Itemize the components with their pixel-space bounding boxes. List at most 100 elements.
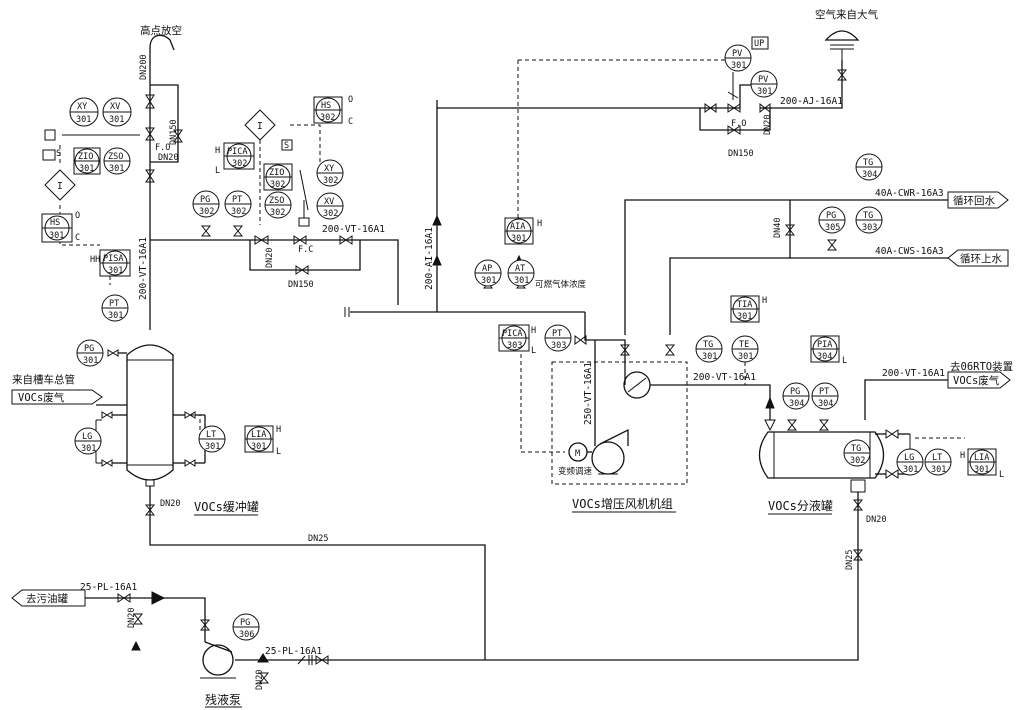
svg-text:302: 302 [270,208,285,218]
line-labels: 200-VT-16A1 200-VT-16A1 200-AI-16A1 200-… [80,96,945,657]
line-vt200-left: 200-VT-16A1 [138,237,149,300]
instrument-pisa301[interactable]: PISA 301 [99,249,131,277]
instrument-lg301[interactable]: LG 301 [74,427,102,455]
svg-text:301: 301 [757,87,772,97]
svg-text:301: 301 [514,276,529,286]
label-cw-return: 循环回水 [953,194,995,207]
instrument-pv301-top[interactable]: PV 301 [724,44,752,72]
instrument-pg304[interactable]: PG 304 [782,382,810,410]
instrument-pg302[interactable]: PG 302 [192,190,220,218]
size-dn20-d: DN20 [160,499,180,509]
svg-text:PT: PT [819,387,829,397]
flag-l-lia301: L [276,447,281,457]
svg-text:304: 304 [818,399,833,409]
instrument-ap301[interactable]: AP 301 [474,259,502,287]
instrument-pt304[interactable]: PT 304 [811,382,839,410]
instrument-at301[interactable]: AT 301 [507,259,535,287]
instrument-lia301-splitter[interactable]: LIA 301 [967,448,997,476]
instrument-pt302[interactable]: PT 302 [224,190,252,218]
instrument-pg305[interactable]: PG 305 [818,206,846,234]
instrument-tg304[interactable]: TG 304 [855,153,883,181]
flag-s-302: S [284,141,289,151]
instrument-xv302[interactable]: XV 302 [316,192,344,220]
motor-m: M [575,449,580,459]
instrument-tg303[interactable]: TG 303 [855,206,883,234]
instrument-lt301-splitter[interactable]: LT 301 [924,448,952,476]
instrument-pica303[interactable]: PICA 303 [498,324,530,352]
size-dn150-a: DN150 [169,119,179,145]
instrument-lg301-splitter[interactable]: LG 301 [896,448,924,476]
label-from-tanker: 来自槽车总管 [12,373,75,386]
instrument-xy302[interactable]: XY 302 [316,159,344,187]
svg-text:306: 306 [239,630,254,640]
svg-text:ZIO: ZIO [269,168,284,178]
svg-text:305: 305 [825,223,840,233]
svg-text:I: I [57,181,63,192]
svg-text:TIA: TIA [737,300,752,310]
label-air-inlet: 空气来自大气 [815,8,878,21]
svg-text:301: 301 [931,465,946,475]
instrument-lt301[interactable]: LT 301 [198,425,226,453]
svg-text:XV: XV [110,102,120,112]
svg-text:XY: XY [324,164,334,174]
svg-text:HS: HS [321,101,331,111]
label-vocs-in: VOCs废气 [18,391,65,404]
line-ai200: 200-AI-16A1 [424,227,435,290]
svg-text:PG: PG [240,618,250,628]
instrument-pg301[interactable]: PG 301 [76,339,104,367]
instrument-zio301[interactable]: ZIO 301 [73,147,101,175]
label-splitter: VOCs分液罐 [768,498,833,513]
line-cwr: 40A-CWR-16A3 [875,188,944,199]
instrument-xv301[interactable]: XV 301 [102,97,132,127]
instrument-te301[interactable]: TE 301 [731,335,759,363]
instrument-zso302[interactable]: ZSO 302 [264,191,292,219]
label-vent-high: 高点放空 [140,24,182,37]
svg-text:PG: PG [84,344,94,354]
svg-text:PV: PV [732,49,742,59]
size-dn200: DN200 [139,54,149,80]
instrument-lia301[interactable]: LIA 301 [244,425,274,453]
svg-text:AIA: AIA [510,222,525,232]
flag-fo-pv301: F.O [731,119,746,129]
valves [101,69,899,684]
instrument-hs301[interactable]: HS 301 [41,213,73,243]
instrument-pia304[interactable]: PIA 304 [810,335,840,363]
svg-text:PICA: PICA [502,329,522,339]
svg-text:PG: PG [826,211,836,221]
flag-l-pica302: L [215,166,220,176]
size-dn40: DN40 [773,218,783,238]
svg-text:304: 304 [862,170,877,180]
instrument-pg306[interactable]: PG 306 [232,613,260,641]
svg-text:301: 301 [79,164,94,174]
svg-text:TG: TG [863,158,873,168]
flag-h-pica303: H [531,326,536,336]
label-buffer-tank: VOCs缓冲罐 [194,499,259,514]
svg-text:HS: HS [50,218,60,228]
instrument-pt301[interactable]: PT 301 [101,294,129,322]
svg-text:PT: PT [109,299,119,309]
splitter-tank [758,431,911,493]
instrument-zio302[interactable]: ZIO 302 [263,163,293,191]
svg-text:LIA: LIA [974,453,989,463]
line-pl25-left: 25-PL-16A1 [80,582,137,593]
instrument-pv301[interactable]: PV 301 [750,70,778,98]
flag-o-hs302: O [348,95,353,105]
svg-text:301: 301 [251,442,266,452]
instrument-tg302[interactable]: TG 302 [843,439,871,467]
instrument-pica302[interactable]: PICA 302 [223,142,255,170]
flag-h-tia301: H [762,296,767,306]
flag-l-pia304: L [842,356,847,366]
size-dn150-c: DN150 [728,149,754,159]
instrument-zso301[interactable]: ZSO 301 [103,147,131,175]
svg-text:PV: PV [758,75,768,85]
buffer-tank [95,344,206,487]
instrument-xy301[interactable]: XY 301 [69,97,99,127]
instrument-pt303[interactable]: PT 303 [544,324,572,352]
instrument-tia301[interactable]: TIA 301 [730,295,760,323]
svg-text:LG: LG [82,432,92,442]
signal-lines [59,59,965,453]
instrument-hs302[interactable]: HS 302 [313,96,343,124]
instrument-aia301[interactable]: AIA 301 [504,217,534,245]
size-dn20-a: DN20 [158,153,178,163]
instrument-tg301[interactable]: TG 301 [695,335,723,363]
